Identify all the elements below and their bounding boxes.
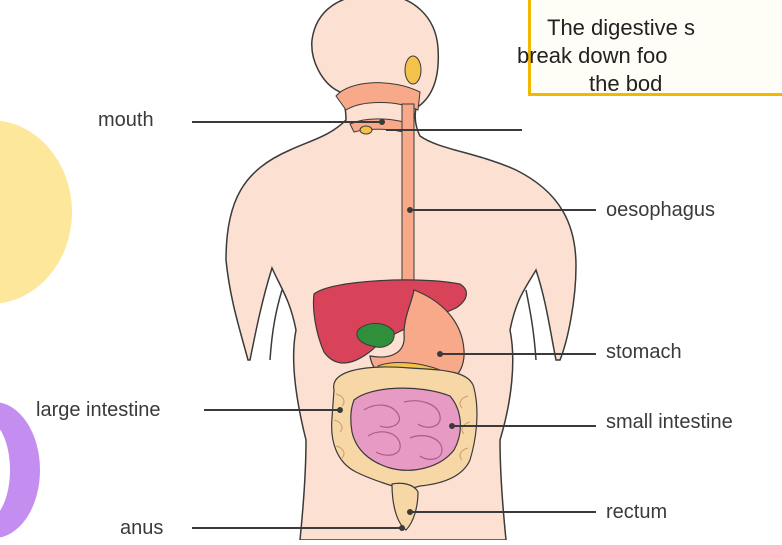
label-stomach: stomach bbox=[606, 340, 682, 364]
decorative-yellow-blob bbox=[0, 120, 72, 304]
callout-line-1: The digestive s bbox=[547, 14, 782, 42]
callout-line-2: break down foo bbox=[517, 42, 782, 70]
label-rectum: rectum bbox=[606, 500, 667, 524]
oesophagus-tube bbox=[402, 104, 414, 290]
label-oesophagus: oesophagus bbox=[606, 198, 715, 222]
label-anus: anus bbox=[120, 516, 163, 540]
label-small-intestine: small intestine bbox=[606, 410, 733, 434]
callout-line-3: the bod bbox=[589, 70, 782, 98]
left-arm-line bbox=[270, 290, 282, 360]
description-callout: The digestive s break down foo the bod bbox=[528, 0, 782, 96]
label-large-intestine: large intestine bbox=[36, 398, 161, 422]
parotid-gland bbox=[405, 56, 421, 84]
salivary-gland bbox=[360, 126, 372, 134]
right-arm-line bbox=[526, 290, 536, 360]
label-mouth: mouth bbox=[98, 108, 154, 132]
callout-text: The digestive s break down foo the bod bbox=[531, 14, 782, 98]
